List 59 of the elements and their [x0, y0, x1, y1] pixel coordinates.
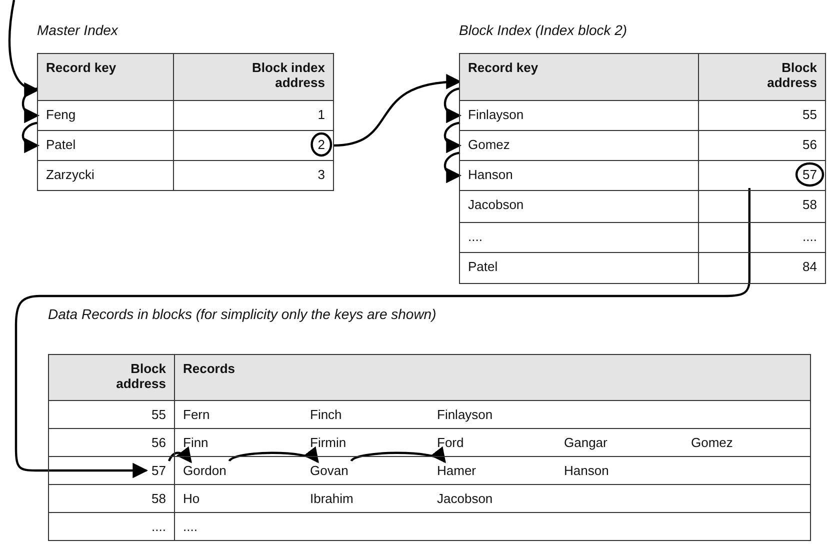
- record-key: ....: [460, 223, 698, 252]
- column-header: Record key: [460, 54, 698, 100]
- block-address: 57: [49, 457, 174, 484]
- record-key: Zarzycki: [38, 161, 173, 190]
- record-key: Gangar: [556, 429, 682, 456]
- column-header: Block index address: [174, 54, 333, 100]
- record-key: Hamer: [429, 457, 555, 484]
- table-title: Master Index: [37, 22, 118, 38]
- record-key: Ho: [175, 485, 301, 512]
- block-address: ....: [699, 223, 825, 252]
- arrow: [22, 122, 40, 152]
- block-address: 1: [174, 101, 333, 130]
- column-header: Record key: [38, 54, 173, 100]
- column-header: Block address: [699, 54, 825, 100]
- arrow: [168, 446, 192, 464]
- record-key: Finlayson: [460, 101, 698, 130]
- block-address: 56: [699, 131, 825, 160]
- block-address: 55: [699, 101, 825, 130]
- record-key: Gomez: [460, 131, 698, 160]
- record-key: Feng: [38, 101, 173, 130]
- arrow: [228, 447, 320, 463]
- table-title: Block Index (Index block 2): [459, 22, 628, 38]
- record-key: Hanson: [460, 161, 698, 190]
- record-key: Gordon: [175, 457, 301, 484]
- block-address: 58: [699, 191, 825, 222]
- record-key: Gomez: [683, 429, 810, 456]
- block-address: 84: [699, 253, 825, 283]
- arrow: [444, 122, 462, 152]
- block-address: 55: [49, 401, 174, 428]
- record-key: Finn: [175, 429, 301, 456]
- arrow: [8, 0, 40, 96]
- record-key: Govan: [302, 457, 428, 484]
- block-address: 58: [49, 485, 174, 512]
- record-key: Finlayson: [429, 401, 555, 428]
- block-address: 56: [49, 429, 174, 456]
- record-key: Ford: [429, 429, 555, 456]
- block-address: 57: [699, 161, 825, 190]
- arrow: [444, 87, 462, 122]
- arrow: [22, 87, 40, 122]
- record-key: Finch: [302, 401, 428, 428]
- record-key: ....: [175, 513, 301, 540]
- arrow: [444, 152, 462, 182]
- column-header: Block address: [49, 355, 174, 400]
- record-key: Jacobson: [460, 191, 698, 222]
- arrow: [350, 447, 446, 463]
- arrow: [14, 188, 750, 478]
- block-address: 3: [174, 161, 333, 190]
- record-key: Patel: [460, 253, 698, 283]
- column-header: Records: [175, 355, 810, 400]
- table-title: Data Records in blocks (for simplicity only the keys are shown): [48, 306, 436, 322]
- arrow: [332, 74, 462, 147]
- record-key: Ibrahim: [302, 485, 428, 512]
- record-key: Patel: [38, 131, 173, 160]
- record-key: Hanson: [556, 457, 682, 484]
- record-key: Firmin: [302, 429, 428, 456]
- block-address: ....: [49, 513, 174, 540]
- record-key: Fern: [175, 401, 301, 428]
- record-key: Jacobson: [429, 485, 555, 512]
- block-address: 2: [174, 131, 333, 160]
